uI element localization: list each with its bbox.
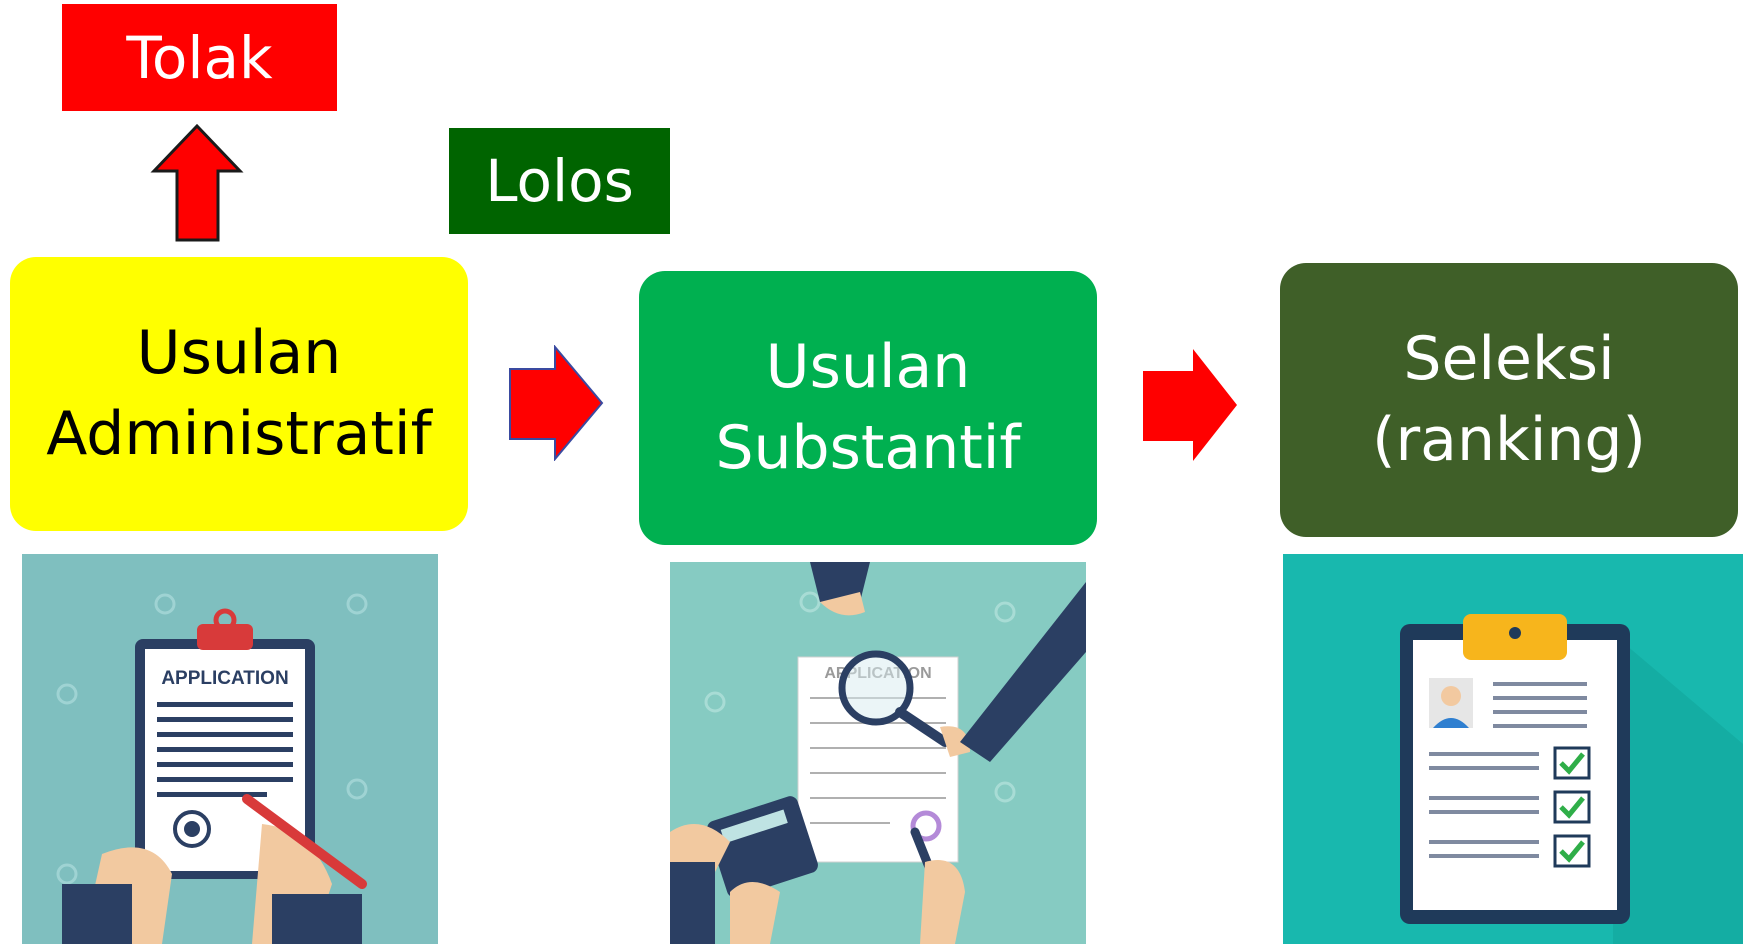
stage-administratif: Usulan Administratif bbox=[10, 257, 468, 531]
stage-substantif: Usulan Substantif bbox=[639, 271, 1097, 545]
reject-label: Tolak bbox=[62, 4, 337, 111]
stage-administratif-line2: Administratif bbox=[46, 399, 432, 469]
pass-label: Lolos bbox=[449, 128, 670, 234]
stage-seleksi-line2: (ranking) bbox=[1372, 405, 1646, 475]
arrow-right-icon bbox=[508, 345, 604, 461]
stage-administratif-line1: Usulan bbox=[136, 318, 342, 388]
stage-substantif-line1: Usulan bbox=[765, 332, 971, 402]
arrow-up-icon bbox=[150, 123, 245, 243]
checklist-clipboard-icon bbox=[1283, 554, 1743, 944]
reject-text: Tolak bbox=[126, 23, 273, 92]
arrow-right-icon bbox=[1141, 347, 1239, 463]
magnifier-review-icon: APPLICATION bbox=[670, 562, 1086, 944]
application-heading: APPLICATION bbox=[161, 668, 288, 689]
stage-seleksi-line1: Seleksi bbox=[1403, 324, 1615, 394]
stage-substantif-line2: Substantif bbox=[715, 413, 1021, 483]
clipboard-application-icon: APPLICATION bbox=[22, 554, 438, 944]
stage-seleksi: Seleksi (ranking) bbox=[1280, 263, 1738, 537]
pass-text: Lolos bbox=[485, 147, 634, 215]
